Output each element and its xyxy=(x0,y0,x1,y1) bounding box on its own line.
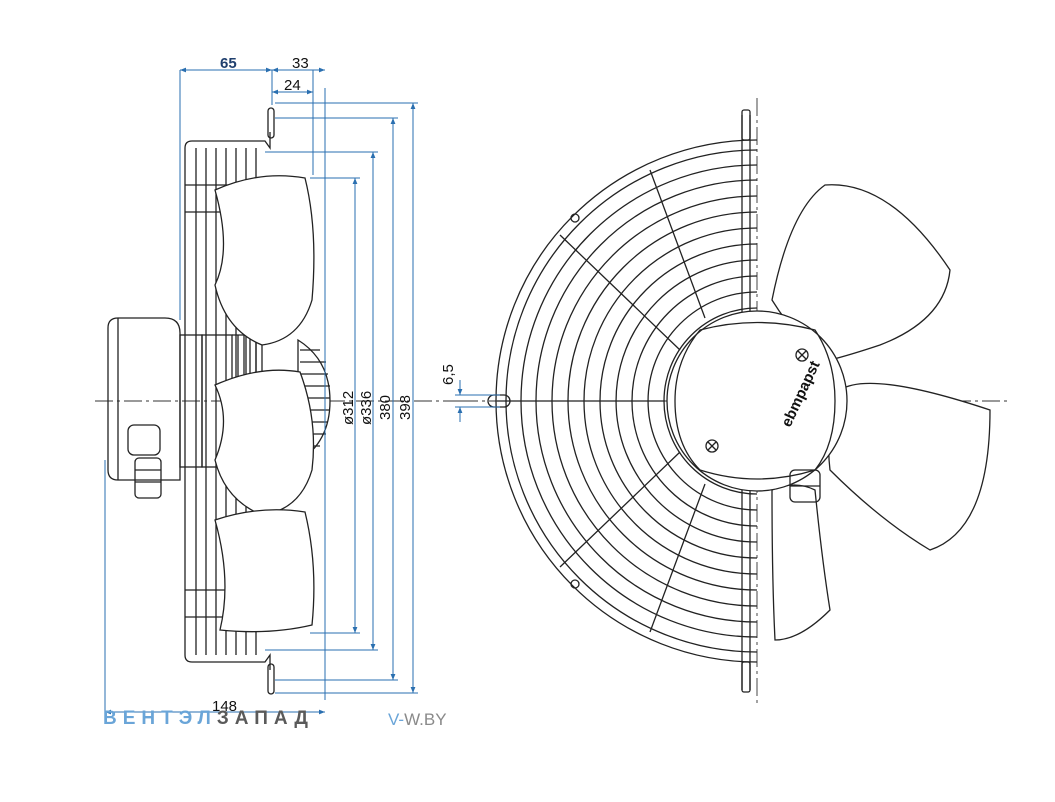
site-part2: W.BY xyxy=(404,710,447,729)
watermark-brand: ВЕНТЭЛЗАПАД xyxy=(103,708,314,730)
brand-part1: ВЕНТЭЛ xyxy=(103,708,217,729)
front-view: ebmpapst xyxy=(460,98,1010,705)
blades-front xyxy=(771,184,991,641)
dimension-labels: 65 33 24 148 ø312 ø336 380 398 6,5 xyxy=(212,55,457,715)
guard-spokes xyxy=(497,169,706,633)
watermark-site: V-W.BY xyxy=(388,710,447,730)
motor-housing-front xyxy=(666,310,848,503)
dimension-lines xyxy=(104,67,500,715)
brand-part2: ЗАПАД xyxy=(216,708,314,729)
dim-398: 398 xyxy=(397,395,414,420)
dim-33: 33 xyxy=(292,55,309,72)
dim-336: ø336 xyxy=(358,391,375,425)
dim-148: 148 xyxy=(212,698,237,715)
dim-6-5: 6,5 xyxy=(440,364,457,385)
site-part1: V- xyxy=(388,710,405,729)
dim-65: 65 xyxy=(220,55,237,72)
dim-312: ø312 xyxy=(340,391,357,425)
dim-24: 24 xyxy=(284,77,301,94)
dim-380: 380 xyxy=(377,395,394,420)
side-view xyxy=(95,107,470,695)
terminal-box xyxy=(107,317,181,499)
blades-side xyxy=(214,175,315,633)
